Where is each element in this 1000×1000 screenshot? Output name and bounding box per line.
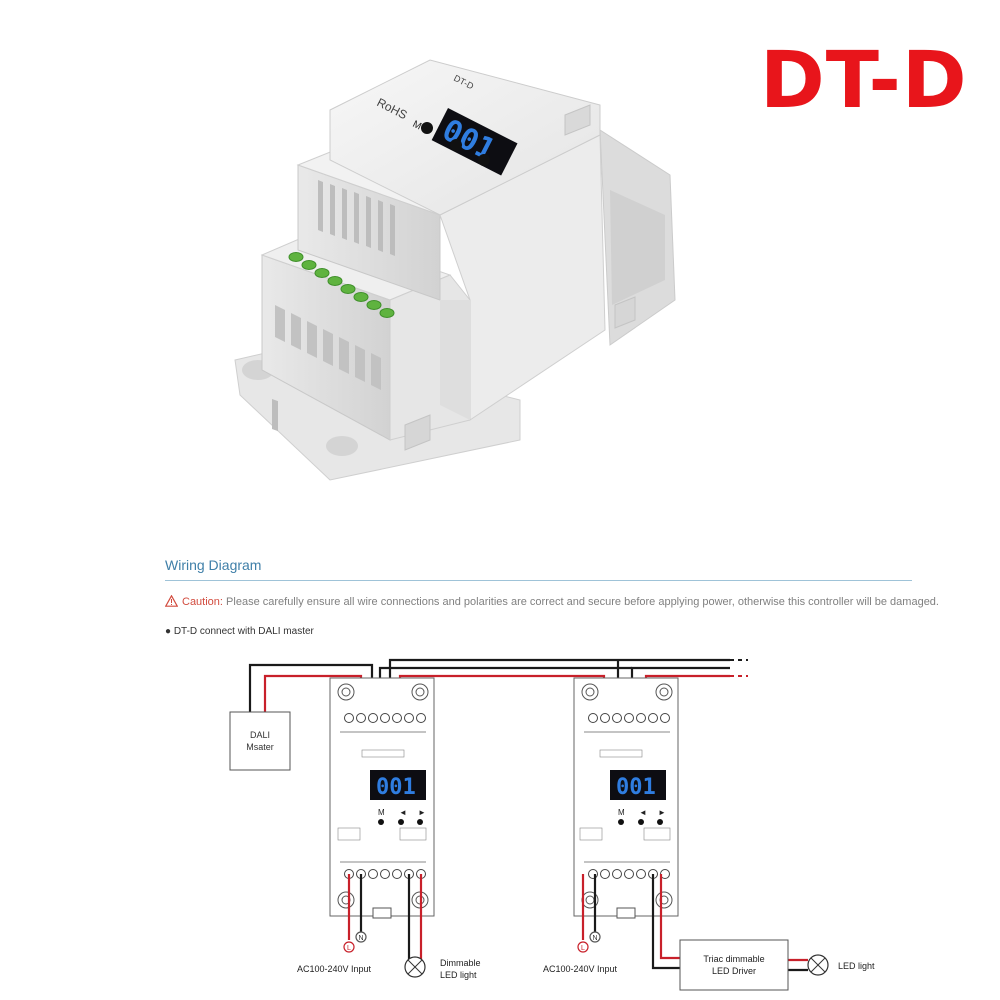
wiring-diagram: DALI Msater 001 M ◄ ► L [229,658,875,991]
connect-note: ● DT-D connect with DALI master [165,626,314,637]
caution-note: Caution: Please carefully ensure all wir… [165,595,939,608]
device2-key-right: ► [658,808,666,817]
wiring-heading: Wiring Diagram [165,557,262,573]
caution-text: Please carefully ensure all wire connect… [226,596,939,608]
device1-input-label: AC100-240V Input [297,964,372,974]
device1-key-right: ► [418,808,426,817]
dimmable-light-line1: Dimmable [440,958,481,968]
device-unit-2: 001 M ◄ ► [573,677,679,919]
dali-master-line2: Msater [246,742,274,752]
triac-driver-line1: Triac dimmable [703,954,764,964]
device1-display: 001 [376,775,416,800]
device2-key-left: ◄ [639,808,647,817]
triac-driver-line2: LED Driver [712,966,756,976]
device1-terminal-L: L [347,945,351,952]
device1-key-left: ◄ [399,808,407,817]
warning-icon [165,595,178,607]
device1-terminal-N: N [358,935,363,942]
device2-terminal-N: N [592,935,597,942]
device2-input-label: AC100-240V Input [543,964,618,974]
device2-display: 001 [616,775,656,800]
dimmable-light-line2: LED light [440,970,477,980]
product-photo: 001 RoHS DT-D M [234,59,676,481]
device2-terminal-L: L [581,945,585,952]
caution-label: Caution: [182,596,223,608]
device1-key-m: M [378,808,385,817]
page-title: DT-D [760,36,968,126]
device2-key-m: M [618,808,625,817]
dali-master-line1: DALI [250,730,270,740]
section-divider [165,580,912,581]
led-light-label: LED light [838,961,875,971]
device-unit-1: 001 M ◄ ► [329,677,435,919]
